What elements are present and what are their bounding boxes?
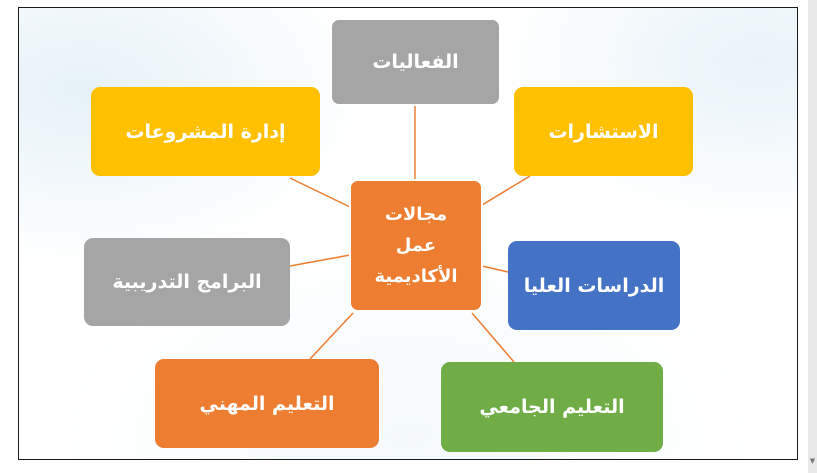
node-training-programs: البرامج التدريبية: [84, 238, 290, 326]
center-node: مجالات عمل الأكاديمية: [349, 179, 483, 312]
connector-postgraduate: [481, 265, 509, 273]
node-project-management-label: إدارة المشروعات: [125, 120, 286, 143]
node-events-label: الفعاليات: [372, 51, 459, 73]
connector-consultations: [481, 175, 531, 206]
node-consultations: الاستشارات: [514, 87, 693, 176]
node-postgraduate-label: الدراسات العليا: [523, 274, 665, 297]
node-university-education-label: التعليم الجامعي: [479, 396, 625, 418]
vertical-scrollbar[interactable]: [808, 0, 817, 473]
node-vocational-education: التعليم المهني: [155, 359, 379, 448]
connector-project-management: [289, 177, 351, 208]
center-line-1: مجالات: [384, 204, 448, 225]
connector-vocational-education: [309, 312, 354, 360]
node-consultations-label: الاستشارات: [548, 120, 659, 143]
node-postgraduate: الدراسات العليا: [508, 241, 680, 330]
center-node-text: مجالات عمل الأكاديمية: [374, 199, 457, 292]
center-line-2: عمل: [395, 235, 437, 256]
center-line-3: الأكاديمية: [374, 266, 458, 287]
node-project-management: إدارة المشروعات: [91, 87, 320, 176]
node-vocational-education-label: التعليم المهني: [199, 392, 335, 415]
scroll-down-arrow-icon[interactable]: ▼: [809, 457, 816, 465]
node-university-education: التعليم الجامعي: [441, 362, 663, 452]
connector-training-programs: [289, 254, 351, 267]
connector-university-education: [471, 312, 515, 363]
node-training-programs-label: البرامج التدريبية: [112, 271, 262, 293]
node-events: الفعاليات: [330, 18, 501, 106]
